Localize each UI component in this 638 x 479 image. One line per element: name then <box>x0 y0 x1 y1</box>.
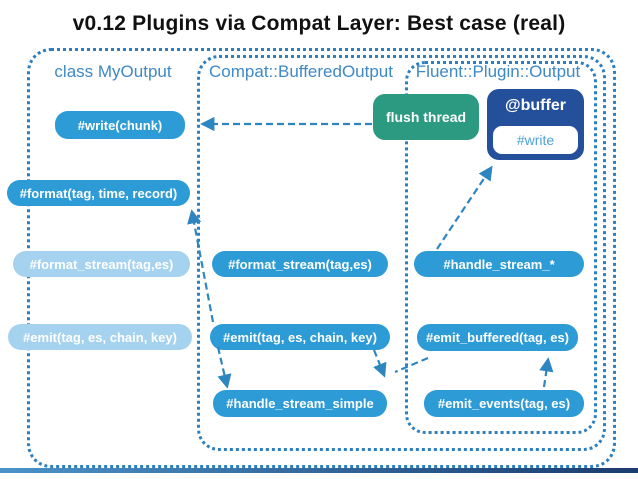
node-flush-thread: flush thread <box>373 94 479 140</box>
node-handle-stream-star: #handle_stream_* <box>414 251 584 277</box>
node-emit-events: #emit_events(tag, es) <box>424 390 584 417</box>
container-label-class-myoutput: class MyOutput <box>54 62 172 81</box>
container-fluent-plugin-output <box>405 61 597 434</box>
node-buffer: @buffer #write <box>487 89 584 160</box>
slide-title: v0.12 Plugins via Compat Layer: Best cas… <box>72 12 566 35</box>
node-handle-stream-simple: #handle_stream_simple <box>213 390 387 417</box>
node-buffer-write: #write <box>493 126 578 154</box>
node-emit-inherited: #emit(tag, es, chain, key) <box>8 324 192 350</box>
node-emit-compat: #emit(tag, es, chain, key) <box>210 324 390 350</box>
slide-footer-bar <box>0 468 638 473</box>
node-emit-buffered: #emit_buffered(tag, es) <box>417 324 578 351</box>
node-write-chunk: #write(chunk) <box>55 111 185 139</box>
buffer-label: @buffer <box>505 97 566 114</box>
container-label-fluent-plugin-output: Fluent::Plugin::Output <box>415 62 581 81</box>
container-label-compat-bufferedoutput: Compat::BufferedOutput <box>209 62 393 81</box>
node-format-stream-inherited: #format_stream(tag,es) <box>13 251 190 277</box>
node-format-stream-compat: #format_stream(tag,es) <box>212 251 388 277</box>
node-format: #format(tag, time, record) <box>7 180 190 206</box>
